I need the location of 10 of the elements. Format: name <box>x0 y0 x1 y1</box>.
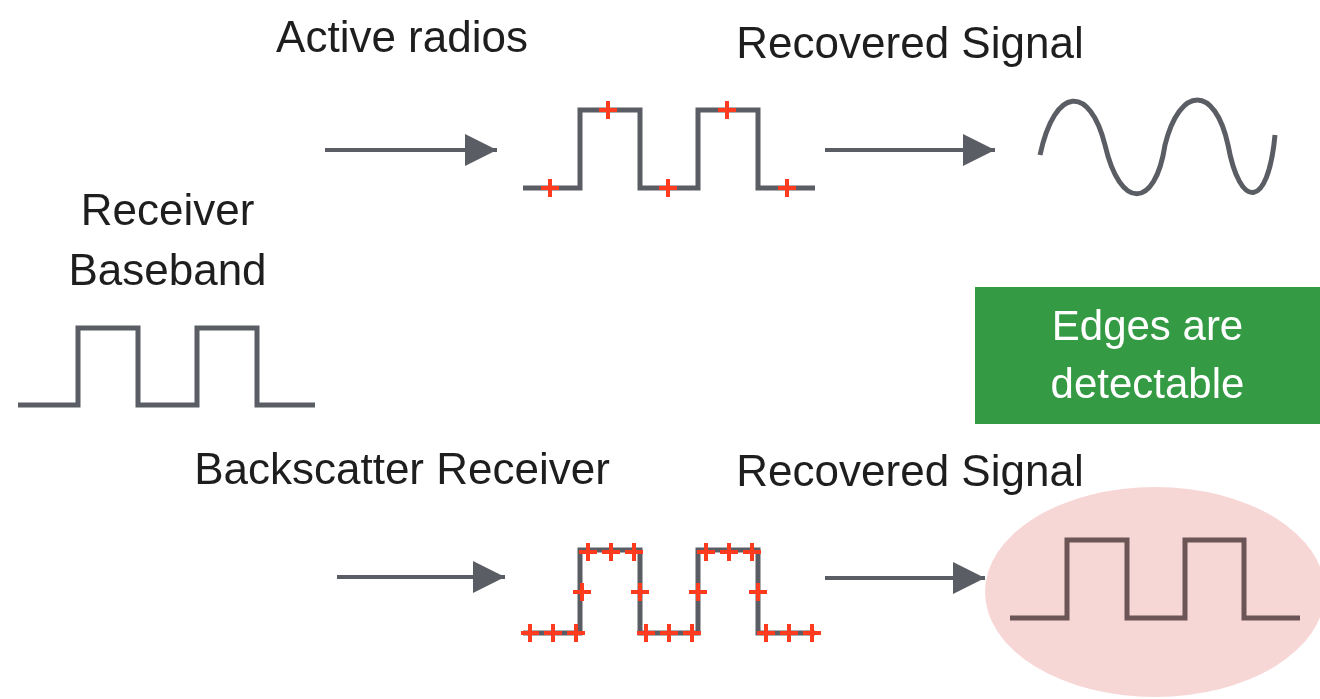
edge-label: Active radios <box>276 11 528 63</box>
arrow <box>825 562 985 594</box>
arrow <box>325 134 497 166</box>
arrow <box>337 561 505 593</box>
edge-label: Backscatter Receiver <box>194 443 610 495</box>
callout-box: Edges are detectable <box>975 287 1320 424</box>
arrow <box>825 134 995 166</box>
waveform-title: Receiver Baseband <box>67 184 268 296</box>
edge-label: Recovered Signal <box>736 17 1084 69</box>
edge-label: Recovered Signal <box>736 445 1084 497</box>
